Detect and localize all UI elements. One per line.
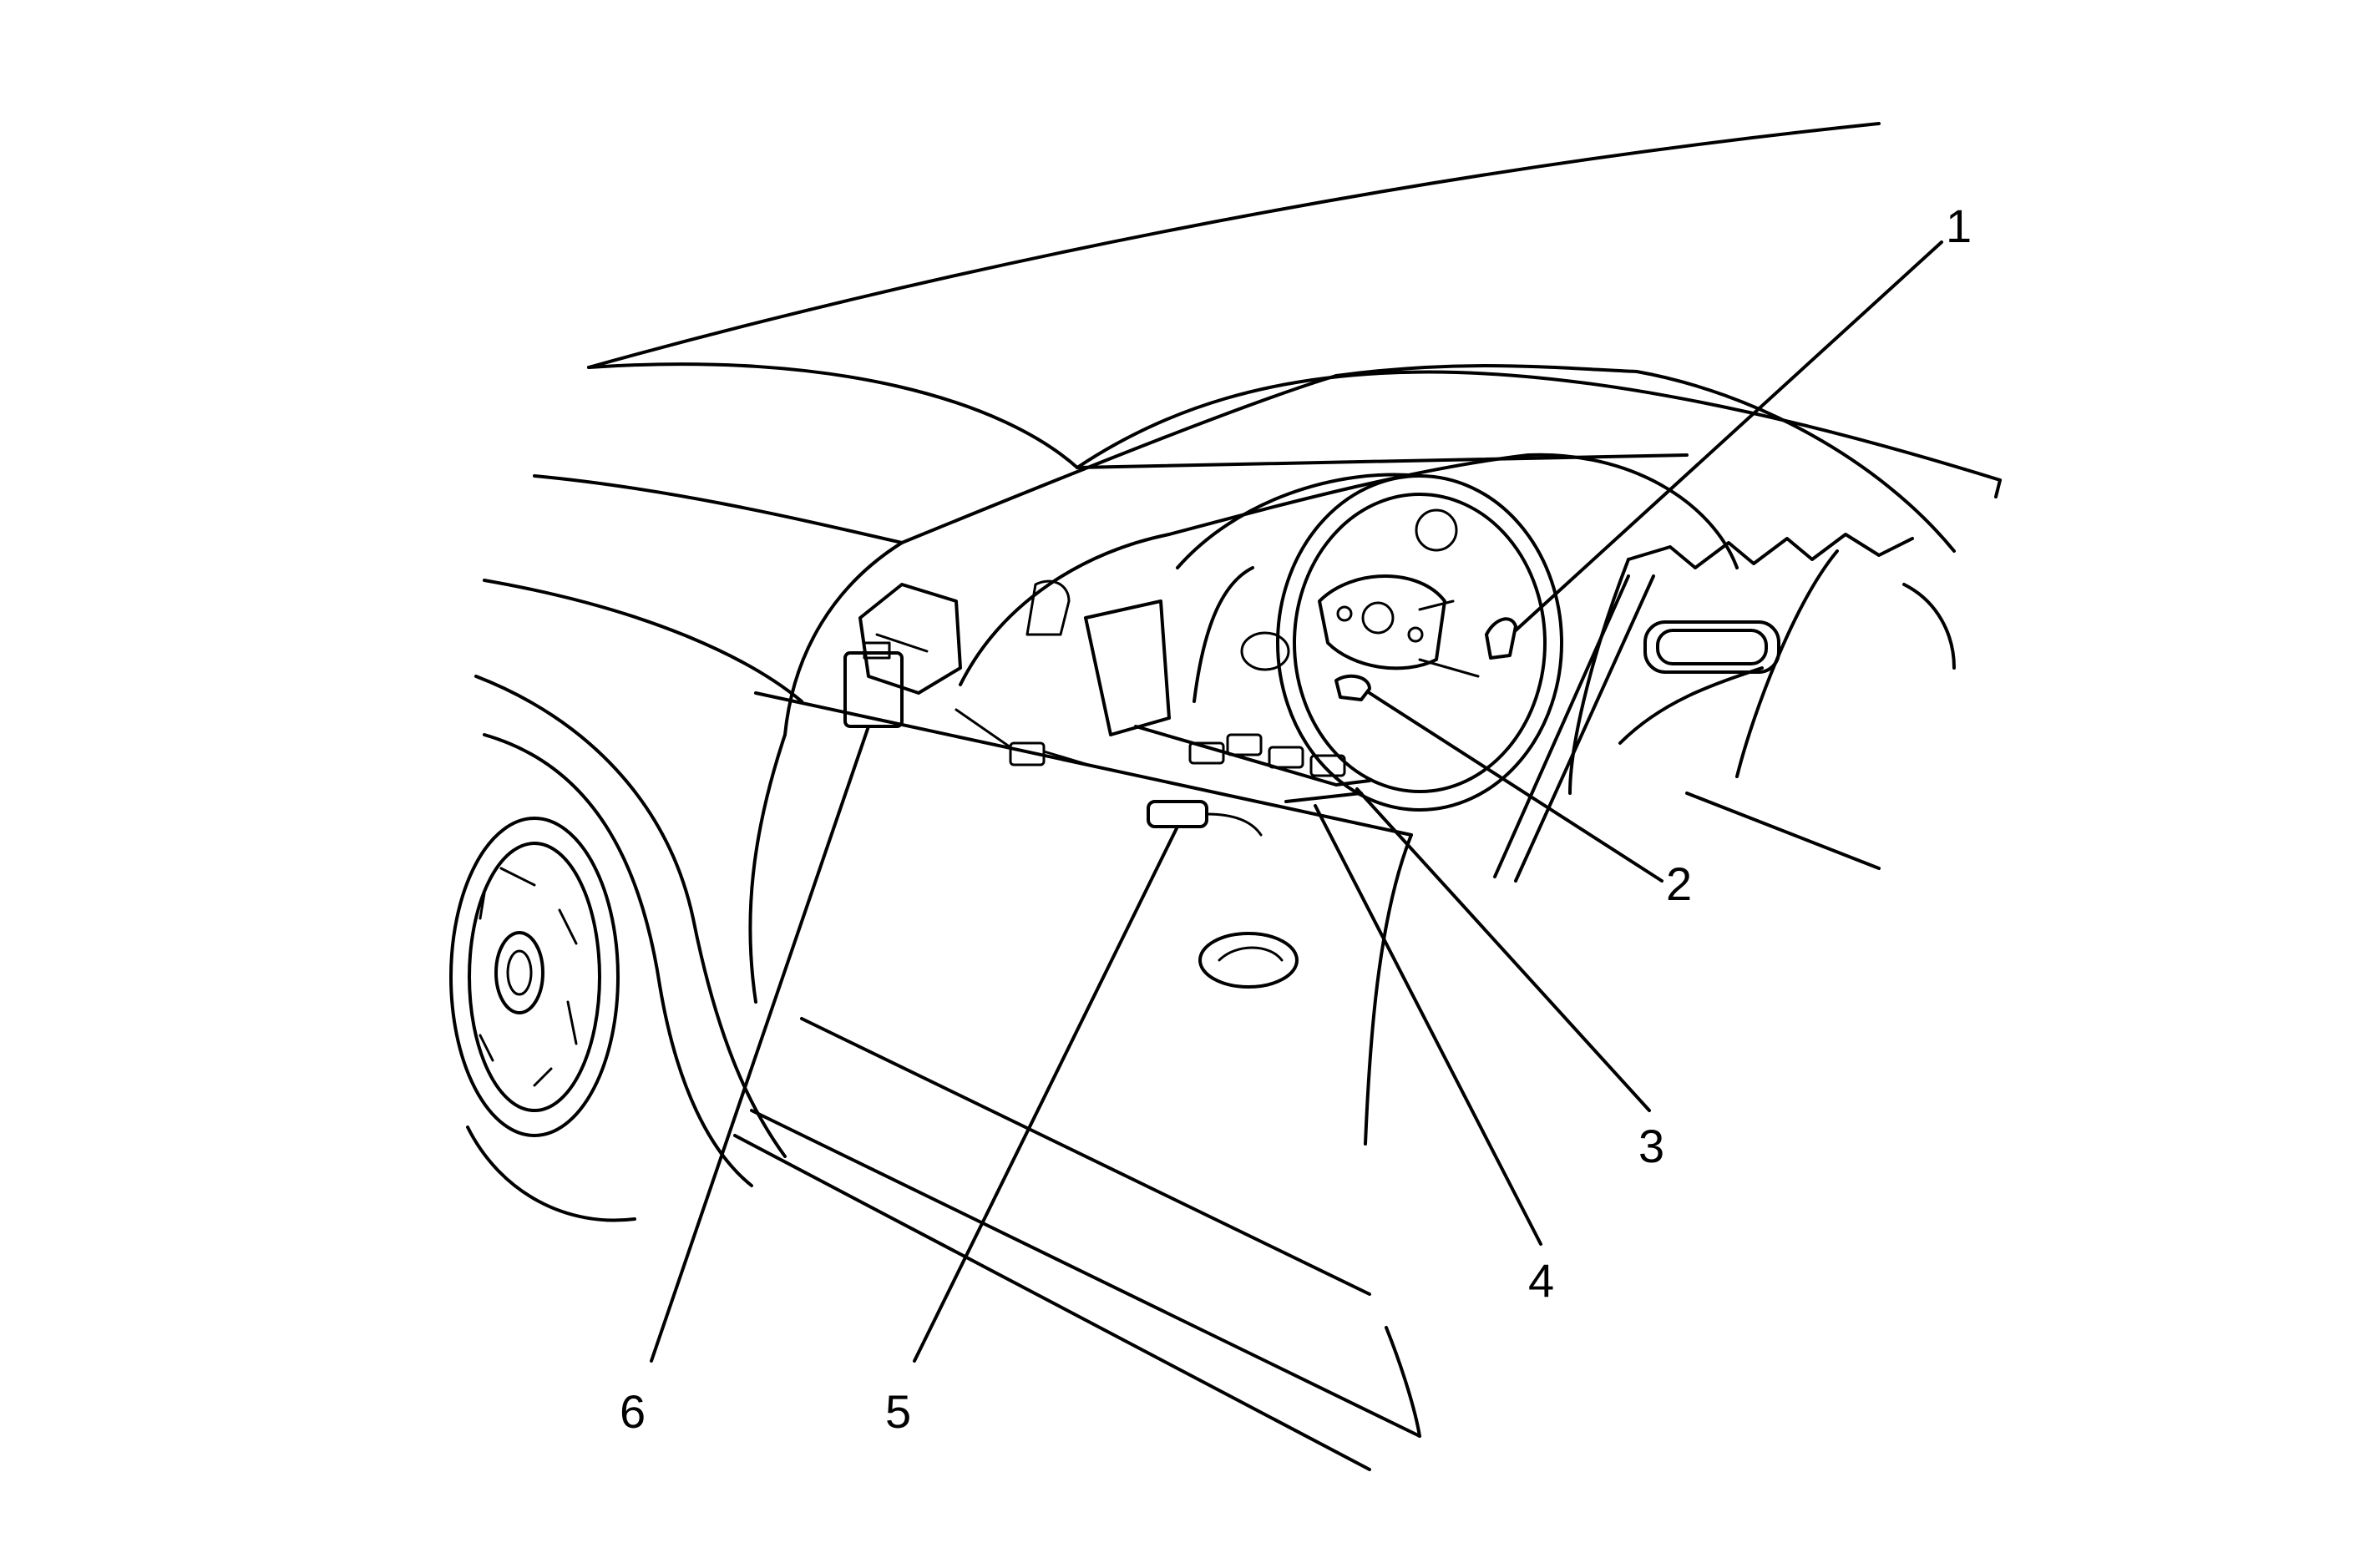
- leader-line-6: [650, 725, 870, 1363]
- leader-lines: [650, 240, 1943, 1363]
- steering-wheel: [1276, 474, 1563, 812]
- callout-4: 4: [1528, 1254, 1554, 1307]
- instrument-panel: [955, 453, 1739, 837]
- callout-6: 6: [620, 1385, 646, 1438]
- callout-1: 1: [1946, 200, 1972, 252]
- callout-3: 3: [1638, 1120, 1664, 1172]
- callout-2: 2: [1666, 857, 1692, 910]
- leader-line-4: [1314, 804, 1542, 1246]
- leader-line-1: [1514, 240, 1943, 632]
- callout-5: 5: [885, 1385, 911, 1438]
- leader-line-3: [1355, 787, 1651, 1112]
- leader-line-2: [1368, 691, 1663, 883]
- leader-line-5: [913, 825, 1179, 1363]
- callout-labels: 1 2 3 4 5 6: [620, 200, 1972, 1438]
- passenger-dash: [1493, 533, 1956, 883]
